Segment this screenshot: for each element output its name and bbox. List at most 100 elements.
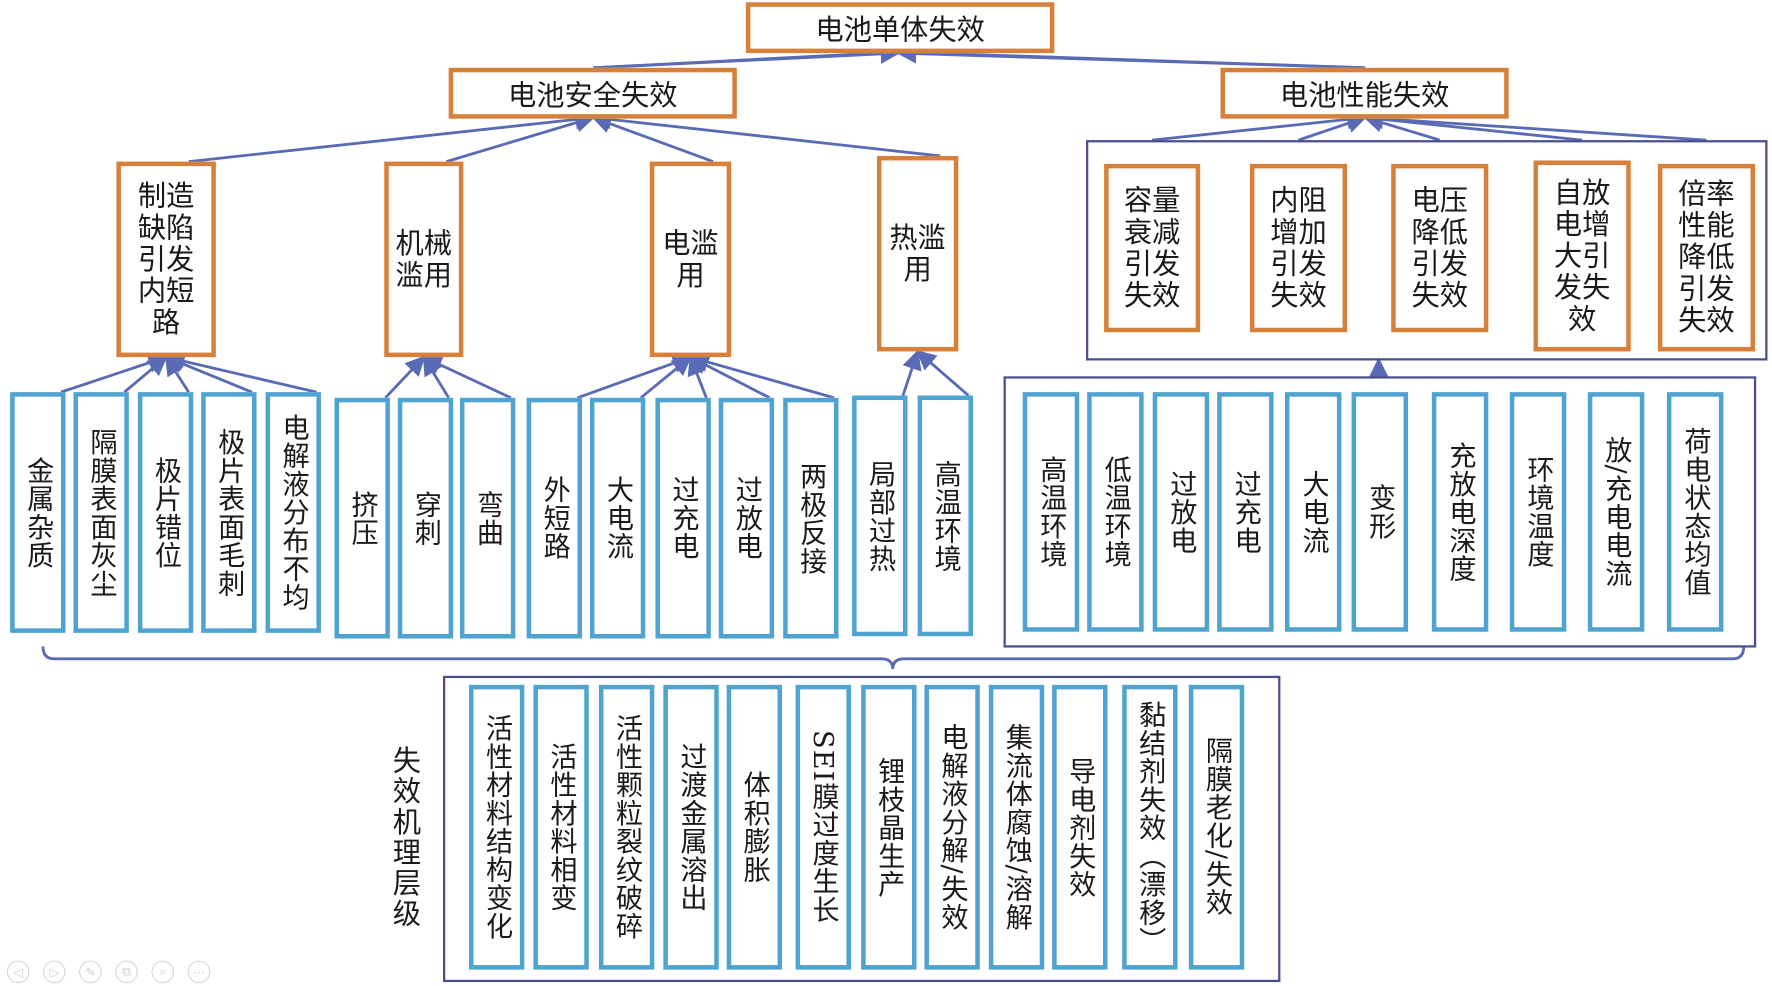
mechanism-node-label: 电解液分解/失效 — [936, 723, 968, 932]
performance-category-node-label: 电压降低引发失效 — [1411, 183, 1468, 312]
cause-node: 穿刺 — [397, 397, 454, 639]
cause-node: 外短路 — [526, 397, 583, 639]
connector-line — [916, 350, 970, 397]
performance-failure-node: 电池性能失效 — [1220, 67, 1509, 119]
safety-category-node: 制造缺陷引发内短路 — [116, 161, 216, 358]
next-icon[interactable]: ▷ — [42, 960, 66, 984]
performance-category-node: 电压降低引发失效 — [1391, 163, 1489, 333]
mechanism-node: 活性颗粒裂纹破碎 — [598, 684, 655, 970]
cause-node: 过充电 — [655, 397, 711, 639]
safety-failure-node: 电池安全失效 — [448, 67, 737, 119]
performance-cause-node: 变形 — [1351, 392, 1409, 632]
zoom-icon[interactable]: ⌕ — [151, 960, 175, 984]
mechanism-level-label: 失效机理层级 — [388, 745, 422, 929]
cause-node: 过放电 — [718, 397, 775, 639]
connector-line — [591, 114, 714, 163]
safety-failure-label: 电池安全失效 — [507, 78, 678, 112]
connector-line — [1363, 108, 1707, 142]
mechanism-node-label: SEI膜过度生长 — [807, 730, 840, 925]
mechanism-node-label: 隔膜老化/失效 — [1200, 737, 1233, 918]
safety-category-node: 电滥用 — [649, 161, 732, 358]
cause-node-label: 极片表面毛刺 — [213, 427, 245, 598]
cause-node: 隔膜表面灰尘 — [73, 392, 129, 633]
mechanism-node: SEI膜过度生长 — [795, 684, 851, 970]
cause-node-label: 极片错位 — [149, 455, 182, 570]
mechanism-node: 集流体腐蚀/溶解 — [988, 684, 1045, 970]
performance-cause-node-label: 放/充电电流 — [1600, 436, 1632, 588]
connector-line — [421, 355, 512, 400]
more-icon[interactable]: ⋯ — [187, 960, 211, 984]
pen-icon[interactable]: ✎ — [79, 960, 102, 984]
grouping-brace — [41, 646, 1746, 670]
cause-node-label: 大电流 — [601, 475, 634, 561]
connector-line — [901, 349, 922, 396]
cause-node-label: 过放电 — [730, 475, 763, 561]
cause-node: 金属杂质 — [10, 392, 66, 633]
connector-line — [639, 355, 693, 399]
performance-cause-node-label: 过放电 — [1165, 469, 1197, 555]
performance-category-node-label: 内阻增加引发失效 — [1270, 183, 1327, 312]
performance-cause-node: 低温环境 — [1087, 392, 1144, 632]
mechanism-frame — [442, 675, 1281, 983]
cause-node-label: 外短路 — [538, 475, 571, 561]
safety-category-node-label: 机械滥用 — [395, 226, 453, 292]
performance-cause-node-label: 环境温度 — [1522, 455, 1554, 569]
root-label: 电池单体失效 — [815, 12, 985, 46]
mechanism-node-label: 活性颗粒裂纹破碎 — [610, 714, 643, 941]
mechanism-node: 电解液分解/失效 — [924, 684, 980, 970]
prev-icon[interactable]: ◁ — [6, 960, 30, 984]
root-node: 电池单体失效 — [745, 2, 1055, 54]
copy-icon[interactable]: ⧉ — [115, 960, 138, 984]
mechanism-node-label: 活性材料相变 — [545, 742, 577, 912]
mechanism-node-label: 锂枝晶生产 — [873, 756, 905, 898]
mechanism-node: 过渡金属溶出 — [663, 684, 719, 970]
performance-cause-node-label: 变形 — [1364, 483, 1396, 541]
connector-line — [188, 109, 596, 164]
performance-category-node: 倍率性能降低引发失效 — [1657, 163, 1756, 352]
performance-cause-node-label: 过充电 — [1229, 469, 1262, 555]
safety-category-node: 热滥用 — [876, 155, 959, 352]
connector-line — [577, 353, 693, 400]
mechanism-node: 活性材料结构变化 — [468, 684, 525, 970]
cause-node-label: 挤压 — [346, 489, 379, 547]
performance-category-node: 自放电增大引发失效 — [1533, 160, 1631, 352]
performance-cause-node: 过放电 — [1152, 392, 1210, 632]
performance-cause-node-label: 高温环境 — [1035, 455, 1067, 569]
performance-category-node-label: 容量衰减引发失效 — [1123, 183, 1181, 312]
cause-node: 弯曲 — [459, 397, 516, 639]
mechanism-node: 隔膜老化/失效 — [1188, 684, 1245, 970]
cause-node: 极片表面毛刺 — [201, 392, 257, 633]
cause-node-label: 两极反接 — [795, 461, 827, 575]
mechanism-node: 活性材料相变 — [533, 684, 589, 970]
cause-node: 两极反接 — [783, 397, 839, 639]
performance-cause-frame — [1003, 376, 1757, 648]
cause-node: 电解液分布不均 — [265, 392, 321, 633]
cause-node-label: 局部过热 — [863, 459, 896, 573]
connector-line — [1298, 113, 1368, 142]
performance-cause-node-label: 荷电状态均值 — [1679, 427, 1711, 597]
cause-node: 局部过热 — [852, 395, 908, 637]
cause-node-label: 隔膜表面灰尘 — [85, 427, 117, 598]
safety-category-node-label: 制造缺陷引发内短路 — [137, 179, 195, 339]
connector-line — [1151, 109, 1368, 142]
performance-category-node: 容量衰减引发失效 — [1104, 163, 1201, 333]
cause-node-label: 弯曲 — [471, 489, 504, 547]
performance-category-node-label: 自放电增大引发失效 — [1553, 175, 1611, 336]
cause-node: 高温环境 — [917, 395, 974, 637]
cause-node-label: 电解液分布不均 — [277, 413, 310, 612]
cause-node-label: 穿刺 — [409, 489, 442, 547]
cause-node-label: 高温环境 — [929, 459, 962, 573]
safety-category-node-label: 电滥用 — [662, 226, 719, 292]
performance-cause-node: 过充电 — [1217, 392, 1274, 632]
cause-node: 极片错位 — [137, 392, 194, 633]
cause-node: 大电流 — [589, 397, 646, 639]
performance-failure-label: 电池性能失效 — [1279, 78, 1450, 112]
mechanism-node-label: 活性材料结构变化 — [480, 714, 513, 941]
cause-node-label: 过充电 — [667, 475, 699, 561]
connector-line — [384, 355, 426, 399]
mechanism-node-label: 集流体腐蚀/溶解 — [1000, 723, 1033, 932]
connector-line — [896, 43, 1366, 70]
performance-cause-node: 环境温度 — [1509, 392, 1567, 632]
